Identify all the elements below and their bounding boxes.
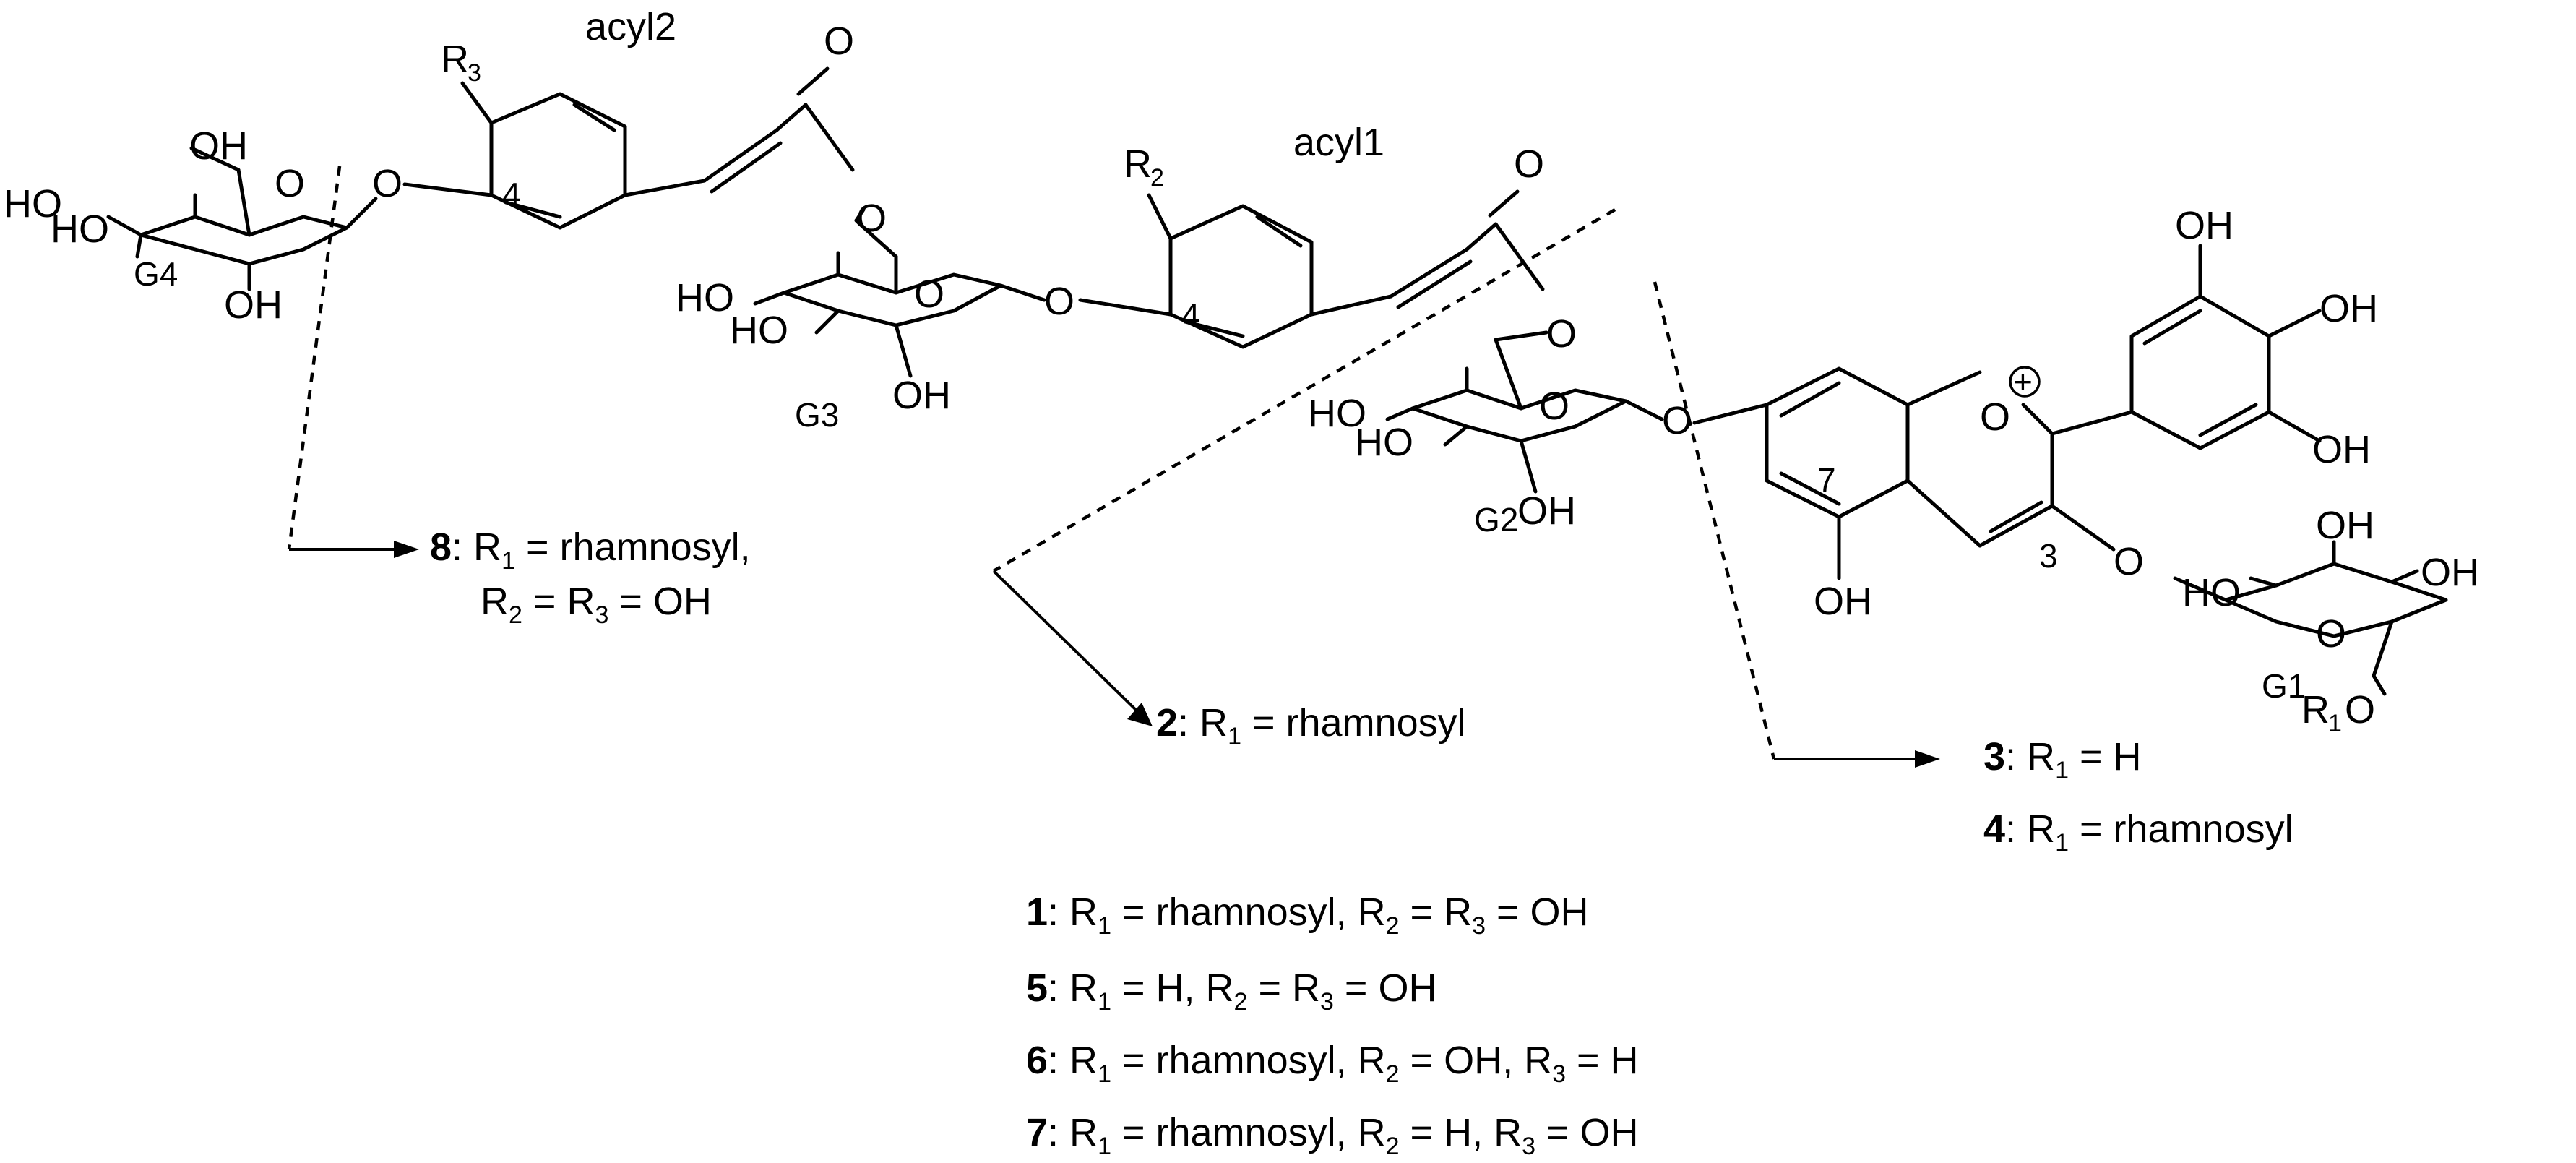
b-ring-oh-top: OH: [2175, 204, 2233, 247]
acyl1-ring: R 2 4 acyl1 O O: [1078, 121, 1577, 356]
acyl1-carbonyl-o: O: [1514, 142, 1544, 186]
g3-label: G3: [795, 396, 839, 434]
callout-2: 2: R1 = rhamnosyl: [1156, 701, 1466, 750]
glucose-g3: HO HO OH O G3 O: [676, 207, 1074, 434]
g2-oh: OH: [1517, 489, 1576, 533]
svg-text:2: R1 = rhamnosyl: 2: R1 = rhamnosyl: [1156, 701, 1466, 750]
acyl1-r: R: [1124, 142, 1152, 186]
c3-id: 3: [1983, 735, 2005, 778]
flavylium-o: O: [1980, 395, 2010, 439]
c2-id: 2: [1156, 701, 1178, 744]
acyl1-label: acyl1: [1293, 121, 1384, 164]
g1-ring-o: O: [2316, 612, 2346, 656]
g2-ho-1: HO: [1308, 392, 1366, 435]
callout-3-4: 3: R1 = H 4: R1 = rhamnosyl: [1983, 735, 2293, 857]
g4-oh-top: OH: [189, 124, 248, 168]
g1-oh-top: OH: [2316, 504, 2374, 547]
g3-oh: OH: [892, 374, 951, 417]
arrow-head-2: [1127, 703, 1153, 726]
g4-ring-o: O: [275, 162, 305, 205]
c3-o: O: [2114, 540, 2144, 583]
glucose-g1: OH HO OH O G1 R 1 O: [2173, 504, 2479, 737]
pos3: 3: [2039, 537, 2058, 575]
svg-text:3: R1 = H: 3: R1 = H: [1983, 735, 2142, 784]
g2-label: G2: [1474, 501, 1518, 538]
g1-label: G1: [2262, 667, 2306, 705]
svg-text:8: R1 = rhamnosyl,: 8: R1 = rhamnosyl,: [430, 525, 751, 575]
g3-ring-o: O: [914, 272, 944, 316]
acyl2-ring: R 3 4 acyl2 O O: [402, 5, 887, 240]
g1-r1-o: O: [2345, 688, 2375, 731]
acyl2-r-sub: 3: [468, 59, 481, 87]
flavylium-plus: +: [2013, 363, 2033, 400]
acyl1-pos4: 4: [1181, 296, 1200, 334]
b-ring-oh-mid: OH: [2319, 287, 2378, 330]
acyl2-carbonyl-o: O: [824, 20, 854, 63]
b-ring-oh-bottom: OH: [2312, 428, 2371, 471]
acyl2-label: acyl2: [585, 5, 676, 48]
acyl1-r-sub: 2: [1150, 164, 1164, 192]
compound-line-1: 1: R1 = rhamnosyl, R2 = R3 = OH: [1026, 891, 1589, 940]
g4-ho-1: HO: [4, 182, 62, 226]
g3-glycosidic-o: O: [1044, 280, 1074, 323]
acyl2-r: R: [441, 38, 469, 81]
g1-r1-sub: 1: [2328, 710, 2342, 737]
compound-list: 1: R1 = rhamnosyl, R2 = R3 = OH 5: R1 = …: [1026, 891, 1639, 1160]
acyl2-pos4: 4: [502, 176, 521, 213]
c8-id: 8: [430, 525, 452, 569]
glucose-g4: OH HO HO OH O G4 O: [4, 124, 402, 327]
g3-ho-1: HO: [676, 276, 734, 319]
g2-ring-o: O: [1539, 385, 1569, 428]
g1-oh-right: OH: [2421, 551, 2479, 594]
c4-id: 4: [1983, 807, 2005, 851]
compound-line-5: 5: R1 = H, R2 = R3 = OH: [1026, 966, 1436, 1016]
acyl1-ester-o: O: [1546, 312, 1577, 356]
g1-ho: HO: [2182, 571, 2241, 614]
b-ring: OH OH OH: [2050, 204, 2378, 471]
compound-line-7: 7: R1 = rhamnosyl, R2 = H, R3 = OH: [1026, 1111, 1639, 1160]
g4-label: G4: [134, 255, 178, 293]
g1-r1: R: [2301, 688, 2330, 731]
g4-oh-bottom: OH: [224, 283, 283, 327]
g4-ho-2: HO: [51, 207, 109, 251]
fragmentation-arrows: [287, 166, 1940, 768]
compound-line-6: 6: R1 = rhamnosyl, R2 = OH, R3 = H: [1026, 1039, 1639, 1088]
g3-ho-2: HO: [730, 309, 788, 352]
svg-text:4: R1 = rhamnosyl: 4: R1 = rhamnosyl: [1983, 807, 2293, 857]
glucose-g2: HO HO OH O G2 O: [1308, 330, 1692, 538]
g2-ho-2: HO: [1355, 421, 1413, 464]
callout-8: 8: R1 = rhamnosyl, R2 = R3 = OH: [430, 525, 751, 629]
svg-text:R2 = R3 = OH: R2 = R3 = OH: [481, 580, 712, 629]
g4-glycosidic-o: O: [372, 162, 402, 205]
arrow-head-8: [394, 541, 419, 558]
arrow-head-3: [1915, 750, 1940, 768]
pos7: 7: [1817, 461, 1836, 499]
positive-charge-icon: [2009, 366, 2041, 398]
flavylium-core: O + OH 7 3 O: [1692, 363, 2144, 623]
c5-oh: OH: [1814, 580, 1872, 623]
